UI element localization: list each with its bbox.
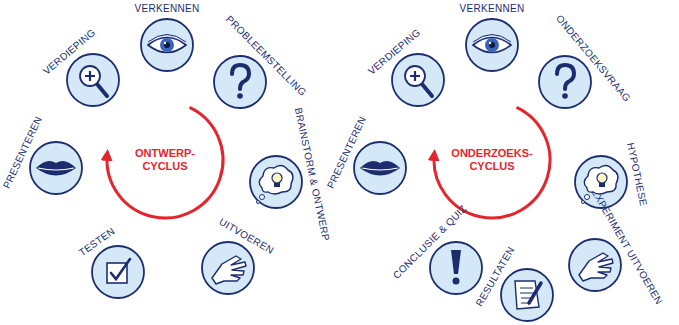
circle-outline [214,56,266,108]
step-circle: PRESENTEREN [353,141,407,195]
circle-outline [392,54,444,106]
circle-outline [202,242,254,294]
circle-outline [91,245,145,299]
circle-outline [354,142,406,194]
step-circle: VERKENNEN [465,18,519,72]
circle-outline [568,238,622,292]
step-circle: PRESENTEREN [29,141,83,195]
circle-outline [29,141,83,195]
circle-outline [391,53,445,107]
cycle-title: ONTWERP- CYCLUS [129,147,201,173]
circle-outline [569,239,621,291]
circle-outline [465,18,519,72]
step-circle: CONCLUSIE & QUIZ [429,241,483,295]
circle-outline [249,155,303,209]
step-circle: VERDIEPING [391,53,445,107]
circle-outline [538,55,592,109]
cycle-title: ONDERZOEKS- CYCLUS [449,147,535,173]
circle-outline [501,269,553,321]
circle-outline [140,18,194,72]
step-circle: RESULTATEN [500,268,554,322]
cycle-arrow [434,107,550,218]
step-circle: PROBLEEMSTELLING [213,55,267,109]
step-circle: VERKENNEN [140,18,194,72]
circle-outline [539,56,591,108]
step-label: VERKENNEN [460,3,525,14]
step-circle: VERDIEPING [66,53,120,107]
circle-outline [213,55,267,109]
step-circle: TESTEN [91,245,145,299]
circle-outline [430,242,482,294]
step-label: HYPOTHESE [625,142,649,207]
step-circle: ONDERZOEKSVRAAG [538,55,592,109]
circle-outline [353,141,407,195]
circle-outline [92,246,144,298]
circle-outline [250,156,302,208]
circle-outline [429,241,483,295]
cycle-arrow [107,107,223,218]
step-circle: EXPERIMENT UITVOEREN [568,238,622,292]
circle-outline [500,268,554,322]
circle-outline [66,53,120,107]
circle-outline [30,142,82,194]
step-label: VERKENNEN [135,3,200,14]
step-circle: UITVOEREN [201,241,255,295]
step-circle: BRAINSTORM & ONTWERP [249,155,303,209]
circle-outline [141,19,193,71]
circle-outline [466,19,518,71]
circle-outline [67,54,119,106]
circle-outline [201,241,255,295]
